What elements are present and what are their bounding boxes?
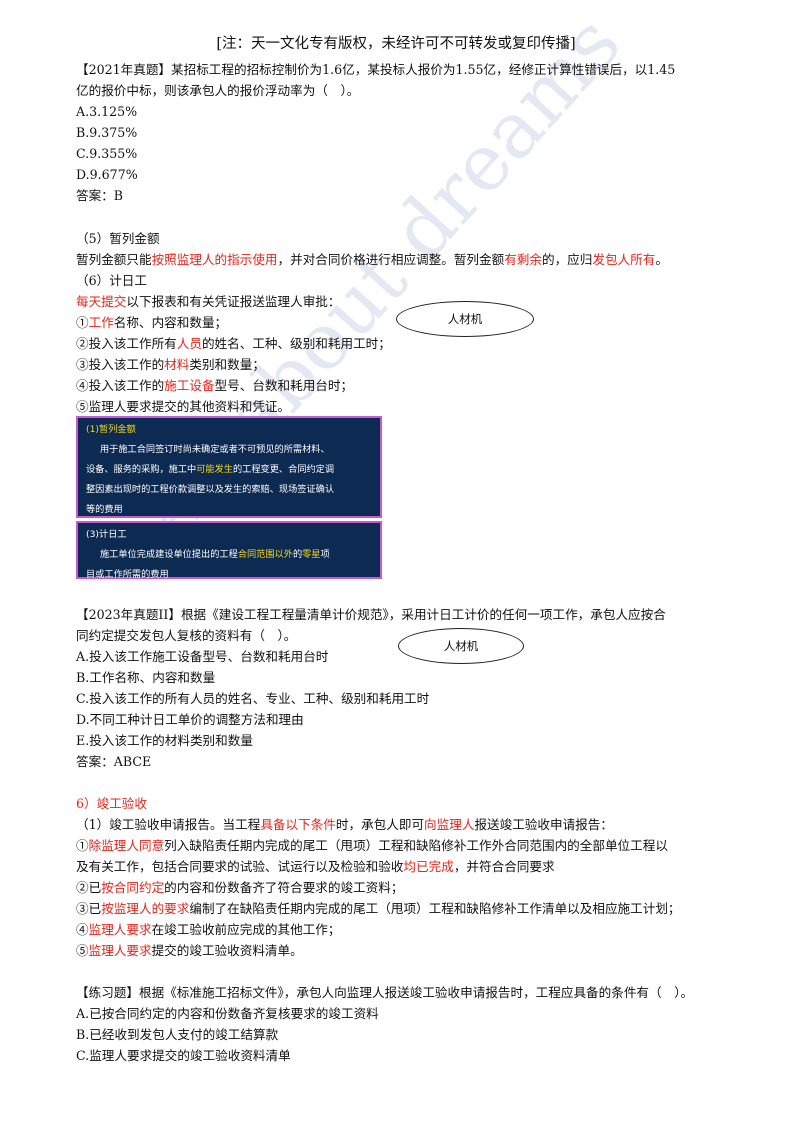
annotation-oval-2: 人材机	[398, 628, 524, 664]
q1-stem-line1: 【2021年真题】某招标工程的招标控制价为1.6亿，某投标人报价为1.55亿，经…	[76, 62, 676, 77]
q2-option-a: A.投入该工作施工设备型号、台数和耗用台时	[76, 649, 329, 664]
box2-line1: 施工单位完成建设单位提出的工程合同范围以外的零星项	[100, 549, 330, 560]
s6-item-1: ①工作名称、内容和数量；	[76, 315, 228, 330]
q1-option-a: A.3.125%	[76, 104, 138, 119]
box1-line4: 等的费用	[86, 504, 123, 515]
box1-line3: 整因素出现时的工程价款调整以及发生的索赔、现场签证确认	[86, 484, 335, 495]
q3-stem: 【练习题】根据《标准施工招标文件》，承包人向监理人报送竣工验收申请报告时，工程应…	[76, 985, 694, 1000]
box1-line2: 设备、服务的采购，施工中可能发生的工程变更、合同约定调	[86, 464, 335, 475]
s6-intro: 每天提交以下报表和有关凭证报送监理人审批：	[76, 294, 341, 309]
s6b-cond-4: ④监理人要求在竣工验收前应完成的其他工作；	[76, 922, 341, 937]
s5-title: （5）暂列金额	[76, 231, 160, 246]
s6b-cond-3: ③已按监理人的要求编制了在缺陷责任期内完成的尾工（甩项）工程和缺陷修补工作清单以…	[76, 901, 681, 916]
s6-item-4: ④投入该工作的施工设备型号、台数和耗用台时；	[76, 378, 354, 393]
q2-option-d: D.不同工种计日工单价的调整方法和理由	[76, 712, 304, 727]
q1-stem-line2: 亿的报价中标，则该承包人的报价浮动率为（ ）。	[76, 83, 360, 98]
q1-answer: 答案：B	[76, 188, 124, 203]
slide-box-provisional-sum: (1)暂列金额 用于施工合同签订时尚未确定或者不可预见的所需材料、 设备、服务的…	[76, 416, 382, 518]
s6b-cond-2: ②已按合同约定的内容和份数备齐了符合要求的竣工资料；	[76, 880, 404, 895]
box1-line1: 用于施工合同签订时尚未确定或者不可预见的所需材料、	[100, 444, 330, 455]
box2-line2: 目或工作所需的费用	[86, 569, 169, 580]
s6b-cond-1-line1: ①除监理人同意列入缺陷责任期内完成的尾工（甩项）工程和缺陷修补工作外合同范围内的…	[76, 838, 668, 853]
s6-title: （6）计日工	[76, 273, 147, 288]
s5-paragraph: 暂列金额只能按照监理人的指示使用，并对合同价格进行相应调整。暂列金额有剩余的，应…	[76, 252, 668, 267]
q3-option-a: A.已按合同约定的内容和份数备齐复核要求的竣工资料	[76, 1006, 379, 1021]
q2-option-e: E.投入该工作的材料类别和数量	[76, 733, 253, 748]
q2-stem-line2: 同约定提交发包人复核的资料有（ ）。	[76, 628, 297, 643]
q2-stem-line1: 【2023年真题II】根据《建设工程工程量清单计价规范》，采用计日工计价的任何一…	[76, 607, 666, 622]
slide-box-daywork: (3)计日工 施工单位完成建设单位提出的工程合同范围以外的零星项 目或工作所需的…	[76, 521, 382, 580]
s6-item-3: ③投入该工作的材料类别和数量；	[76, 357, 265, 372]
box2-title: (3)计日工	[86, 529, 127, 540]
s6b-cond-1-line2: 及有关工作，包括合同要求的试验、试运行以及检验和验收均已完成，并符合合同要求	[76, 859, 555, 874]
copyright-header: [注：天一文化专有版权，未经许可不可转发或复印传播]	[216, 36, 576, 52]
annotation-oval-1: 人材机	[396, 301, 534, 337]
q2-option-b: B.工作名称、内容和数量	[76, 670, 216, 685]
q1-option-b: B.9.375%	[76, 125, 138, 140]
s6b-cond-5: ⑤监理人要求提交的竣工验收资料清单。	[76, 943, 303, 958]
q3-option-c: C.监理人要求提交的竣工验收资料清单	[76, 1048, 291, 1063]
q2-option-c: C.投入该工作的所有人员的姓名、专业、工种、级别和耗用工时	[76, 691, 430, 706]
q3-option-b: B.已经收到发包人支付的竣工结算款	[76, 1027, 279, 1042]
s6b-title: 6）竣工验收	[76, 796, 147, 811]
s6b-paragraph-1: （1）竣工验收申请报告。当工程具备以下条件时，承包人即可向监理人报送竣工验收申请…	[76, 817, 613, 832]
q1-option-d: D.9.677%	[76, 167, 138, 182]
q2-answer: 答案：ABCE	[76, 754, 152, 769]
q1-option-c: C.9.355%	[76, 146, 138, 161]
s6-item-2: ②投入该工作所有人员的姓名、工种、级别和耗用工时；	[76, 336, 391, 351]
s6-item-5: ⑤监理人要求提交的其他资料和凭证。	[76, 399, 291, 414]
box1-title: (1)暂列金额	[86, 424, 136, 435]
